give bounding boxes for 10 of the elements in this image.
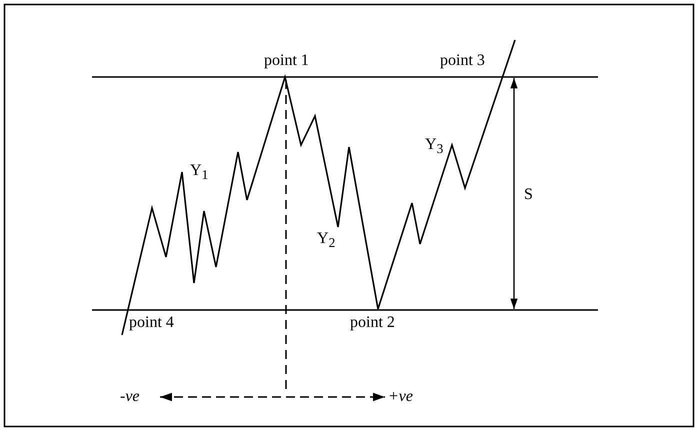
- wave-label: Y$_{1}$: [190, 162, 208, 184]
- wave-label: Y$_{3}$: [425, 136, 444, 158]
- direction-label: -ve: [120, 388, 140, 406]
- dimension-label: S: [524, 186, 533, 204]
- point-label: point 1: [264, 52, 309, 70]
- wave-label: Y$_{2}$: [317, 230, 336, 252]
- direction-label: +ve: [388, 388, 413, 406]
- point-label: point 3: [440, 52, 485, 70]
- point-label: point 2: [350, 314, 395, 332]
- point-label: point 4: [129, 314, 174, 332]
